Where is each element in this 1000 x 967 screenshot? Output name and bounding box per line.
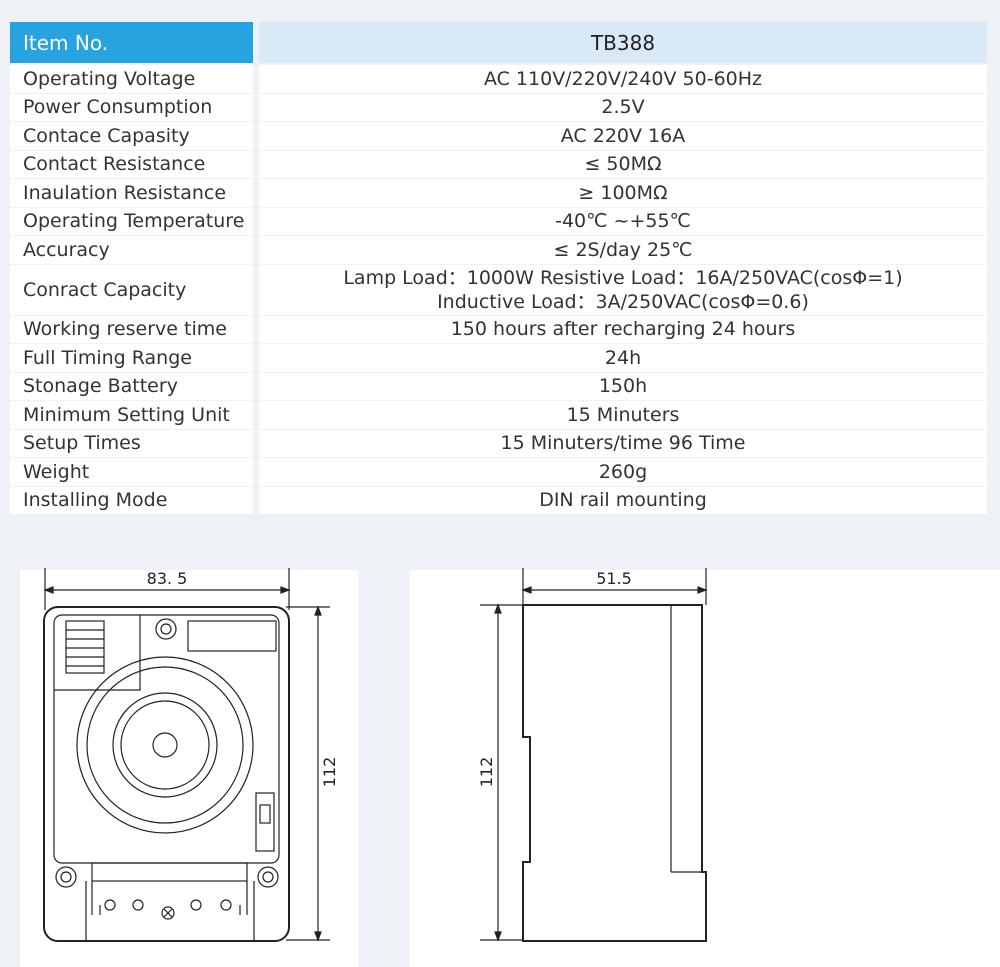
spec-value: 2.5V <box>259 93 987 121</box>
spec-value: Lamp Load：1000W Resistive Load：16A/250VA… <box>259 264 987 315</box>
spec-value: 24h <box>259 344 987 372</box>
spec-row: Inaulation Resistance ≥ 100MΩ <box>10 179 987 207</box>
spec-label: Setup Times <box>10 429 253 457</box>
spec-label: Contact Resistance <box>10 150 253 178</box>
spec-label: Weight <box>10 458 253 486</box>
spec-label: Conract Capacity <box>10 264 253 315</box>
spec-label: Inaulation Resistance <box>10 179 253 207</box>
spec-row: Operating Voltage AC 110V/220V/240V 50-6… <box>10 65 987 93</box>
spec-panel: Item No. TB388 Operating Voltage AC 110V… <box>0 0 1000 570</box>
background-strip <box>0 570 20 967</box>
spec-row: Accuracy ≤ 2S/day 25℃ <box>10 236 987 264</box>
spec-row: Weight 260g <box>10 458 987 486</box>
spec-row: Contact Resistance ≤ 50MΩ <box>10 150 987 178</box>
spec-table: Item No. TB388 Operating Voltage AC 110V… <box>10 22 987 515</box>
spec-value: -40℃ ~+55℃ <box>259 207 987 235</box>
spec-value: 15 Minuters/time 96 Time <box>259 429 987 457</box>
spec-value: ≤ 2S/day 25℃ <box>259 236 987 264</box>
spec-row: Installing Mode DIN rail mounting <box>10 486 987 514</box>
spec-value: 15 Minuters <box>259 401 987 429</box>
spec-label: Operating Temperature <box>10 207 253 235</box>
spec-row: Operating Temperature -40℃ ~+55℃ <box>10 207 987 235</box>
spec-row: Contace Capasity AC 220V 16A <box>10 122 987 150</box>
spec-value: AC 220V 16A <box>259 122 987 150</box>
side-height-label: 112 <box>477 757 496 788</box>
header-row: Item No. TB388 <box>10 22 987 63</box>
spec-row: Power Consumption 2.5V <box>10 93 987 121</box>
spec-label: Power Consumption <box>10 93 253 121</box>
front-view <box>43 568 330 942</box>
spec-label: Working reserve time <box>10 315 253 343</box>
spec-row: Stonage Battery 150h <box>10 372 987 400</box>
spec-label: Accuracy <box>10 236 253 264</box>
spec-label: Contace Capasity <box>10 122 253 150</box>
spec-label: Full Timing Range <box>10 344 253 372</box>
spec-row: Setup Times 15 Minuters/time 96 Time <box>10 429 987 457</box>
side-view-panel <box>410 570 746 967</box>
spec-label: Operating Voltage <box>10 65 253 93</box>
spec-value: 150 hours after recharging 24 hours <box>259 315 987 343</box>
front-view-panel <box>20 570 358 967</box>
front-width-label: 83. 5 <box>147 569 188 588</box>
spec-label: Stonage Battery <box>10 372 253 400</box>
spec-row: Full Timing Range 24h <box>10 344 987 372</box>
spec-row: Minimum Setting Unit 15 Minuters <box>10 401 987 429</box>
side-view <box>480 568 708 942</box>
spec-label: Installing Mode <box>10 486 253 514</box>
spec-value: ≤ 50MΩ <box>259 150 987 178</box>
item-no-label: Item No. <box>10 22 253 63</box>
spec-label: Minimum Setting Unit <box>10 401 253 429</box>
spec-value-line-2: Inductive Load：3A/250VAC(cosΦ=0.6) <box>437 290 809 313</box>
side-width-label: 51.5 <box>596 569 632 588</box>
spec-value-line-1: Lamp Load：1000W Resistive Load：16A/250VA… <box>343 266 903 289</box>
background-strip <box>358 570 410 967</box>
front-height-label: 112 <box>320 757 339 788</box>
spec-value: 150h <box>259 372 987 400</box>
background-strip <box>746 570 1000 967</box>
item-no-value: TB388 <box>259 22 987 63</box>
spec-value: ≥ 100MΩ <box>259 179 987 207</box>
spec-row: Working reserve time 150 hours after rec… <box>10 315 987 343</box>
spec-value: DIN rail mounting <box>259 486 987 514</box>
spec-row: Conract Capacity Lamp Load：1000W Resisti… <box>10 264 987 315</box>
spec-value: AC 110V/220V/240V 50-60Hz <box>259 65 987 93</box>
spec-value: 260g <box>259 458 987 486</box>
